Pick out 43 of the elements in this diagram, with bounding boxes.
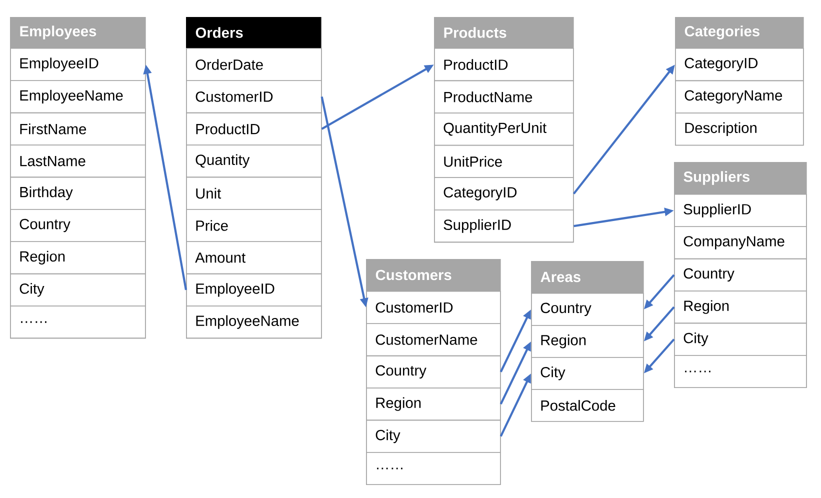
table-row: Description [675, 112, 804, 146]
table-row: Region [10, 241, 146, 274]
table-row: City [531, 357, 644, 390]
table-row: EmployeeID [10, 48, 146, 81]
table-row: EmployeeName [186, 306, 322, 339]
table-row: Price [186, 209, 322, 242]
table-row: City [10, 273, 146, 306]
table-row: Country [10, 209, 146, 242]
table-row: LastName [10, 144, 146, 178]
table-row: CustomerID [186, 80, 322, 114]
table-row: CategoryID [675, 48, 804, 82]
table-row: …… [366, 452, 501, 485]
table-row: OrderDate [186, 48, 322, 81]
table-row: ProductID [434, 48, 574, 82]
table-row: EmployeeName [10, 80, 146, 114]
table-row: SupplierID [434, 209, 574, 243]
table-row: EmployeeID [186, 273, 322, 306]
table-row: City [674, 322, 807, 356]
table-row: Amount [186, 241, 322, 274]
table-row: UnitPrice [434, 144, 574, 178]
table-row: Birthday [10, 176, 146, 210]
table-row: SupplierID [674, 194, 807, 227]
table-row: PostalCode [531, 389, 644, 422]
table-row: Country [531, 293, 644, 326]
table-row: CustomerName [366, 323, 501, 356]
table-row: ProductID [186, 112, 322, 146]
table-row: CategoryName [675, 80, 804, 114]
table-row: QuantityPerUnit [434, 112, 574, 146]
table-row: Country [674, 258, 807, 292]
table-row: …… [10, 306, 146, 339]
table-row: Unit [186, 176, 322, 210]
table-row: ProductName [434, 80, 574, 114]
table-row: Quantity [186, 144, 322, 178]
table-row: Country [366, 355, 501, 388]
table-row: Region [674, 290, 807, 324]
table-row: Region [531, 325, 644, 358]
table-row: FirstName [10, 112, 146, 146]
table-row: CategoryID [434, 177, 574, 210]
table-row: …… [674, 355, 807, 388]
table-row: City [366, 420, 501, 453]
table-row: CompanyName [674, 226, 807, 260]
table-row: Region [366, 388, 501, 421]
table-row: CustomerID [366, 291, 501, 324]
